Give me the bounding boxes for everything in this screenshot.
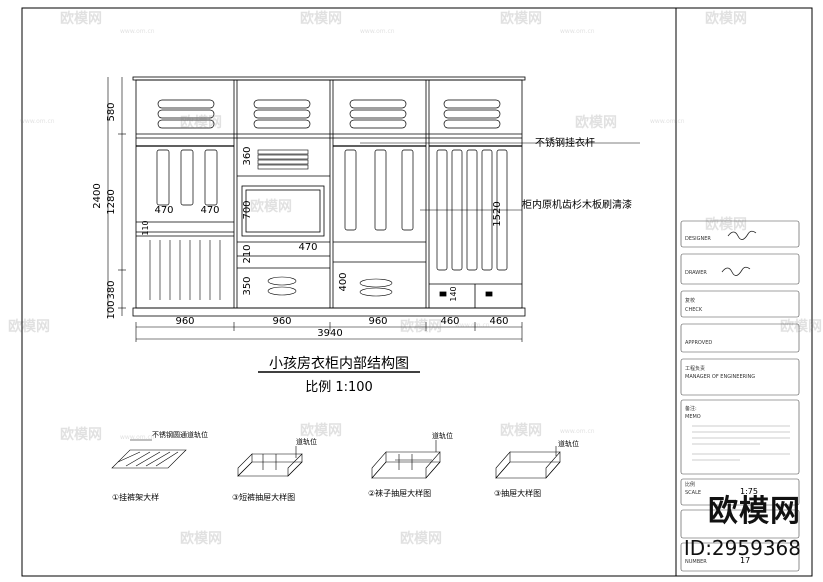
tb-check-cn: 复校 [685,297,695,304]
dim-left-3: 2400 [92,183,103,208]
tb-number-label: NUMBER [685,559,707,565]
sheet-border [21,7,813,577]
detail-trouser-rack [111,439,187,469]
dim-inner-7: 350 [242,276,253,295]
dim-left-5: 100 [106,300,117,319]
detail-1-note: 不锈钢圆通道轨位 [152,430,208,439]
brand-watermark: 欧模网 [708,494,801,529]
drawing-title: 小孩房衣柜内部结构图 [269,356,409,372]
tb-scale-value: 1:75 [740,487,758,496]
label-rail: 不锈钢挂衣杆 [535,136,595,149]
tb-manager-cn: 工程负责 [685,365,705,372]
dim-left-4: 380 [106,280,117,299]
tb-memo-label: MEMO [685,414,701,420]
folded-clothes-bay2 [257,149,309,170]
detail-2-caption: ③短裤抽屉大样图 [232,492,295,502]
dim-inner-8: 400 [338,272,349,291]
title-block [680,220,800,572]
dim-total: 3940 [317,328,342,339]
folded-clothes-top [157,99,501,129]
dim-bottom-2: 960 [272,316,291,327]
wardrobe-elevation [107,76,640,373]
tb-scale-label: SCALE [685,490,701,496]
detail-drawer [495,446,561,479]
display-niche [241,185,325,237]
detail-3-note: 道轨位 [432,431,453,440]
trouser-rack [149,240,221,300]
hanging-clothes-bay3 [344,149,414,231]
dim-bottom-3: 960 [368,316,387,327]
detail-2-note: 道轨位 [296,437,317,446]
folded-items-bay2-low [267,276,297,296]
dim-bottom-4: 460 [440,316,459,327]
wardrobe-outline [135,79,523,309]
dim-inner-1: 470 [154,205,173,216]
wardrobe-top-board [132,76,526,81]
dim-inner-10: 1520 [492,201,503,226]
detail-4-note: 道轨位 [558,439,579,448]
detail-3-caption: ②袜子抽屉大样图 [368,488,431,498]
dim-inner-9: 110 [141,220,150,235]
dimension-labels: 580 1280 2400 380 100 960 960 960 460 46… [92,102,509,339]
detail-short-drawer [237,446,303,477]
dim-bottom-5: 460 [489,316,508,327]
detail-4-caption: ③抽屉大样图 [494,488,541,498]
tb-check-label: CHECK [685,307,703,313]
tb-drawer-label: DRAWER [685,270,707,276]
tb-manager-label: MANAGER OF ENGINEERING [685,374,755,380]
folded-items-bay3-low [359,278,393,297]
drawing-scale: 比例 1:100 [305,380,373,395]
dim-inner-4: 700 [242,200,253,219]
dim-inner-5: 470 [298,242,317,253]
dim-bottom-1: 960 [175,316,194,327]
label-finish: 柜内原机齿杉木板刷清漆 [522,198,632,211]
tb-approved-label: APPROVED [685,340,712,346]
tb-scale-cn: 比例 [685,481,695,488]
dim-left-2: 1280 [106,189,117,214]
dim-inner-2: 470 [200,205,219,216]
tb-memo-text-lines [692,425,790,461]
tb-memo-cn: 备注: [685,405,697,412]
hanging-clothes-bay1 [156,149,218,206]
wardrobe-plinth [132,307,526,317]
dim-left-1: 580 [106,102,117,121]
model-id: ID:2959368 [683,536,801,560]
dim-inner-6: 210 [242,244,253,263]
detail-sock-drawer [371,440,441,479]
dim-inner-11: 140 [449,286,458,301]
detail-1-caption: ①挂裤架大样 [112,492,159,502]
dim-inner-3: 360 [242,146,253,165]
tb-designer-label: DESIGNER [685,236,711,242]
tb-number-value: 17 [740,556,750,565]
